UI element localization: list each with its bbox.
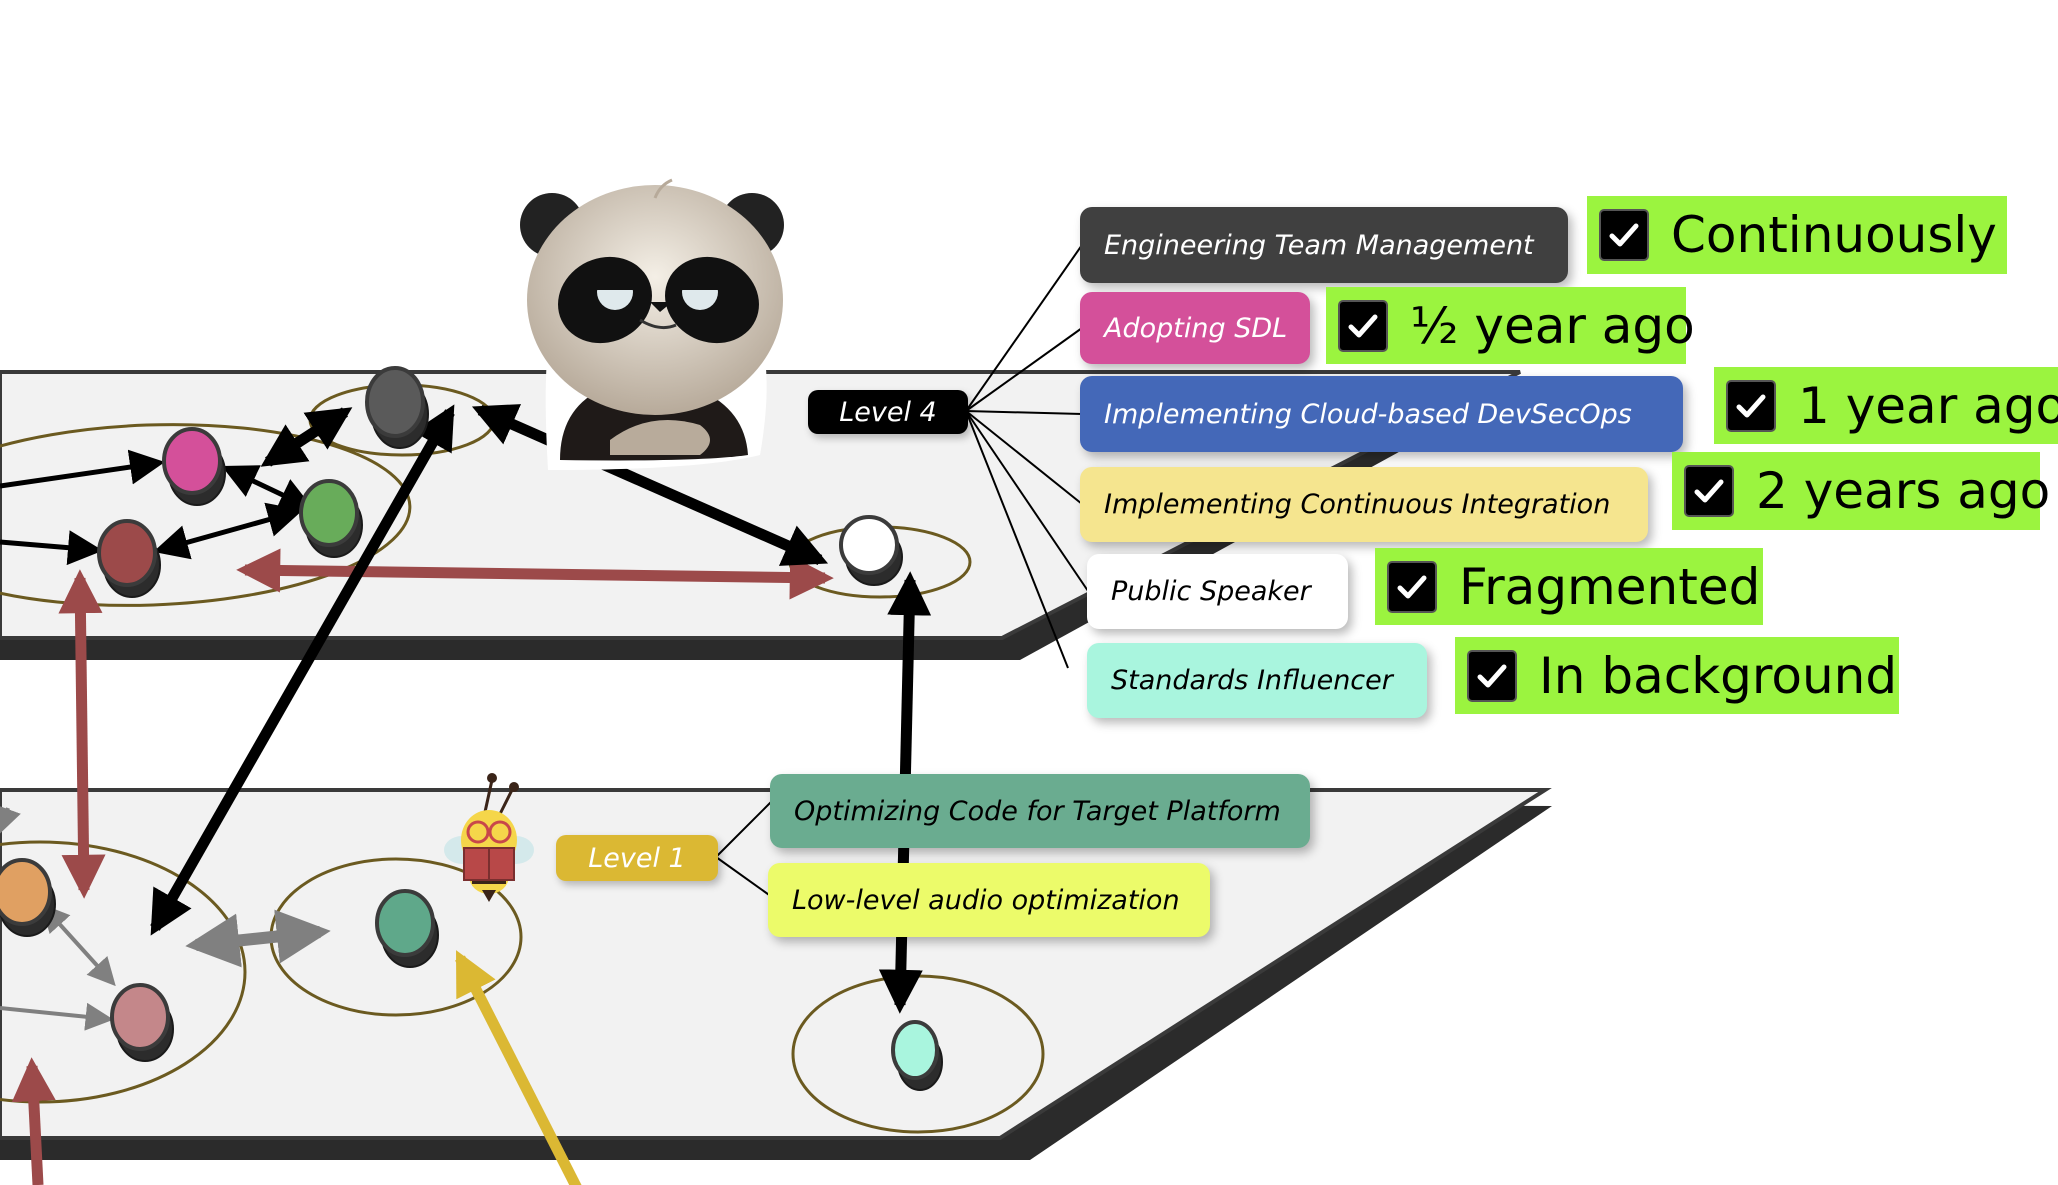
- node-top: [839, 515, 899, 575]
- skill-tag-cloud-devsecops: Implementing Cloud-based DevSecOps: [1080, 376, 1683, 452]
- check-icon: [1477, 664, 1507, 687]
- check-icon: [1609, 223, 1639, 247]
- check-icon: [1736, 394, 1766, 417]
- bee-mascot-icon: [444, 773, 534, 902]
- connector-line: [965, 410, 1083, 505]
- nodes: [0, 366, 943, 1091]
- check-icon: [1397, 575, 1427, 598]
- arrow-red-vertical: [58, 569, 106, 899]
- node-top: [162, 427, 222, 495]
- skill-tag-low-level-audio: Low-level audio optimization: [768, 863, 1210, 937]
- skill-tag-optimizing-code: Optimizing Code for Target Platform: [770, 774, 1310, 848]
- status-text: 1 year ago: [1798, 376, 2058, 435]
- status-text: Fragmented: [1459, 557, 1761, 616]
- skill-tag-standards-influencer: Standards Influencer: [1087, 643, 1427, 718]
- skill-tag-continuous-integration: Implementing Continuous Integration: [1080, 467, 1648, 542]
- status-in-background: In background: [1455, 637, 1899, 714]
- status-one-year-ago: 1 year ago: [1714, 367, 2058, 444]
- level-4-connectors: [965, 244, 1089, 669]
- checkbox-checked[interactable]: [1599, 209, 1649, 261]
- connector-line: [715, 800, 773, 858]
- node-top: [375, 889, 435, 957]
- node-top: [891, 1020, 939, 1080]
- arrow-red-bottom: [11, 1057, 56, 1185]
- node-dark-gray: [365, 366, 429, 449]
- arrow-yellow: [455, 950, 582, 1185]
- panda-mascot-icon: [520, 178, 784, 470]
- connector-line: [965, 327, 1083, 412]
- connector-line: [965, 410, 1089, 592]
- node-top: [365, 366, 425, 438]
- level-1-badge: Level 1: [556, 835, 718, 881]
- node-top: [97, 519, 157, 587]
- node-white: [839, 515, 903, 586]
- connector-line: [965, 244, 1083, 412]
- check-icon: [1348, 314, 1378, 337]
- checkbox-checked[interactable]: [1684, 465, 1734, 517]
- node-green: [299, 479, 363, 558]
- connector-line: [965, 410, 1083, 415]
- skill-tag-engineering-team-management: Engineering Team Management: [1080, 207, 1568, 283]
- level-4-badge: Level 4: [808, 390, 968, 434]
- status-half-year-ago: ½ year ago: [1326, 287, 1695, 364]
- node-top: [299, 479, 359, 547]
- status-two-years-ago: 2 years ago: [1672, 452, 2050, 530]
- node-rose: [110, 983, 174, 1062]
- arrow: [0, 530, 103, 566]
- node-top: [0, 858, 52, 926]
- checkbox-checked[interactable]: [1467, 649, 1517, 702]
- skill-tag-adopting-sdl: Adopting SDL: [1080, 292, 1310, 364]
- check-icon: [1694, 479, 1724, 503]
- status-text: ½ year ago: [1410, 296, 1695, 355]
- skill-tag-public-speaker: Public Speaker: [1087, 554, 1348, 629]
- status-text: Continuously: [1671, 206, 1997, 264]
- arrow: [0, 449, 165, 489]
- arrow-gray-double: [185, 909, 331, 968]
- node-pink: [162, 427, 226, 506]
- arrow-panda-to-white: [471, 404, 829, 566]
- arrow-gray-thin: [41, 903, 116, 987]
- checkbox-checked[interactable]: [1726, 379, 1776, 432]
- connector-line: [965, 410, 1069, 669]
- connector-line: [715, 856, 773, 898]
- status-text: In background: [1539, 646, 1898, 705]
- level-1-connectors: [715, 800, 773, 898]
- arrow-gray-thin: [0, 1002, 114, 1031]
- checkbox-checked[interactable]: [1387, 560, 1437, 613]
- node-top: [110, 983, 170, 1051]
- node-teal: [375, 889, 439, 968]
- status-continuously: Continuously: [1587, 196, 2007, 274]
- node-aqua: [891, 1020, 943, 1091]
- node-red: [97, 519, 161, 598]
- status-text: 2 years ago: [1756, 462, 2051, 520]
- status-fragmented: Fragmented: [1375, 548, 1763, 625]
- checkbox-checked[interactable]: [1338, 299, 1388, 352]
- arrow-gray-thin: [0, 804, 21, 836]
- node-orange: [0, 858, 56, 937]
- arrow-cross-level-diagonal: [150, 404, 455, 936]
